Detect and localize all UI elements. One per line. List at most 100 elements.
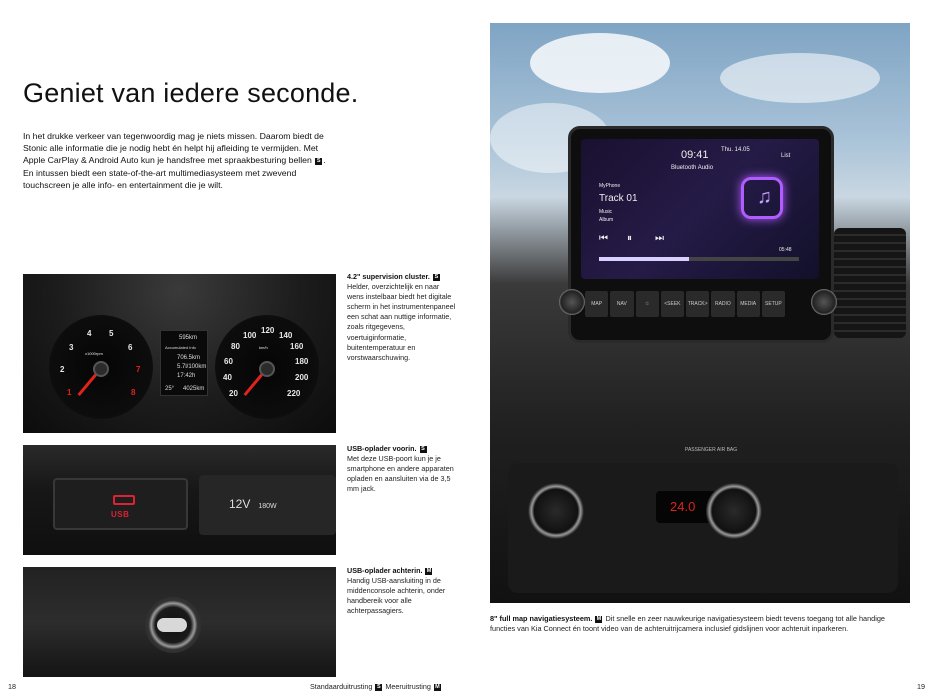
climate-control-panel: 24.0: [508, 463, 898, 593]
caption-title: 4.2" supervision cluster.: [347, 272, 430, 281]
standard-badge: S: [432, 274, 440, 281]
speed-tick: 200: [295, 373, 309, 382]
gauge-hub: [259, 361, 275, 377]
cloud: [720, 53, 880, 103]
device-name: MyPhone: [599, 183, 621, 189]
media-button: MEDIA: [736, 291, 760, 317]
passenger-airbag-label: PASSENGER AIR BAG: [685, 447, 738, 453]
equipment-legend: Standaarduitrusting S Meeruitrusting M: [310, 682, 442, 691]
caption-body: Helder, overzichtelijk en naar wens inst…: [347, 282, 456, 362]
track-progress-fill: [599, 257, 689, 261]
lcd-range: 595km: [179, 335, 198, 341]
speed-tick: 160: [290, 342, 304, 351]
rpm-tick: 1: [67, 388, 72, 397]
next-icon: ⏭: [655, 233, 664, 244]
page-number-right: 19: [917, 682, 925, 691]
rear-usb-port: [145, 597, 201, 653]
intro-paragraph: In het drukke verkeer van tegenwoordig m…: [23, 130, 338, 191]
rpm-tick: 8: [131, 388, 136, 397]
lcd-temperature: 25°: [165, 386, 175, 392]
optional-badge: M: [595, 616, 603, 623]
caption-title: USB-oplader voorin.: [347, 444, 417, 453]
track-title: Track 01: [599, 193, 638, 204]
speed-tick: 100: [243, 331, 257, 340]
speedometer-gauge: 20 40 60 80 100 120 140 160 180 200 220 …: [215, 315, 319, 419]
power-wattage: 180W: [258, 503, 277, 510]
page-number-left: 18: [8, 682, 16, 691]
optional-badge: M: [425, 568, 433, 575]
intro-text-1: In het drukke verkeer van tegenwoordig m…: [23, 131, 324, 166]
climate-temperature: 24.0: [670, 499, 696, 514]
lcd-distance: 706.5km: [177, 355, 201, 361]
setup-button: SETUP: [761, 291, 785, 317]
previous-icon: ⏮: [599, 233, 608, 244]
rpm-tick: 6: [128, 343, 133, 352]
legend-standard-label: Standaarduitrusting: [310, 682, 373, 691]
favorite-button: ☆: [635, 291, 659, 317]
caption-cluster: 4.2" supervision cluster. S Helder, over…: [347, 272, 457, 363]
date: Thu. 14.05: [721, 147, 750, 153]
speed-tick: 120: [261, 326, 275, 335]
track-progress-bar: [599, 257, 799, 261]
gauge-hub: [93, 361, 109, 377]
radio-button: RADIO: [711, 291, 735, 317]
audio-source: Bluetooth Audio: [671, 165, 714, 171]
usb-front-photo: USB 12V 180W: [23, 445, 336, 555]
usb-port-label: USB: [111, 510, 130, 519]
dashboard-photo: 09:41 Thu. 14.05 List Bluetooth Audio My…: [490, 23, 910, 603]
seek-button: <SEEK: [660, 291, 684, 317]
map-button: MAP: [585, 291, 609, 317]
standard-badge: S: [375, 684, 383, 691]
hardware-button-row: MAP NAV ☆ <SEEK TRACK> RADIO MEDIA SETUP: [585, 291, 785, 317]
rpm-tick: 3: [69, 343, 74, 352]
lcd-odometer: 4025km: [183, 386, 205, 392]
screen-display: 09:41 Thu. 14.05 List Bluetooth Audio My…: [581, 139, 819, 279]
legend-optional-label: Meeruitrusting: [385, 682, 431, 691]
cloud: [530, 33, 670, 93]
air-vent: [834, 228, 906, 338]
album-label: Album: [599, 217, 614, 223]
infotainment-screen: 09:41 Thu. 14.05 List Bluetooth Audio My…: [559, 126, 837, 343]
fan-knob: [706, 483, 762, 539]
nav-button: NAV: [610, 291, 634, 317]
rpm-tick: 5: [109, 329, 114, 338]
usb-rear-photo: [23, 567, 336, 677]
speed-tick: 40: [223, 373, 232, 382]
volume-knob: [559, 289, 585, 315]
track-button: TRACK>: [686, 291, 710, 317]
power-voltage: 12V: [229, 497, 251, 511]
instrument-cluster-photo: 1 2 3 4 5 6 7 8 x1000rpm 595km Accumulat…: [23, 274, 336, 433]
rpm-tick: 7: [136, 365, 141, 374]
speed-tick: 180: [295, 357, 309, 366]
speed-tick: 80: [231, 342, 240, 351]
lcd-time: 17:42h: [177, 373, 196, 379]
speed-tick: 60: [224, 357, 233, 366]
temperature-knob: [528, 483, 584, 539]
page-headline: Geniet van iedere seconde.: [23, 78, 359, 108]
pause-icon: ⏸: [627, 233, 632, 244]
rpm-unit: x1000rpm: [85, 351, 103, 356]
caption-navigation: 8" full map navigatiesysteem. M Dit snel…: [490, 614, 910, 635]
rpm-tick: 2: [60, 365, 65, 374]
trip-info-display: 595km Accumulated Info 706.5km 5.7l/100k…: [160, 330, 208, 396]
caption-body: Met deze USB-poort kun je je smartphone …: [347, 454, 454, 494]
standard-badge: S: [315, 158, 323, 166]
caption-title: 8" full map navigatiesysteem.: [490, 614, 593, 623]
optional-badge: M: [433, 684, 441, 691]
caption-usb-front: USB-oplader voorin. S Met deze USB-poort…: [347, 444, 457, 494]
rpm-tick: 4: [87, 329, 92, 338]
artist-label: Music: [599, 209, 613, 215]
caption-body: Dit snelle en zeer nauwkeurige navigatie…: [490, 614, 885, 634]
list-label: List: [781, 153, 791, 159]
usb-socket: [157, 618, 187, 632]
track-duration: 05:48: [779, 247, 792, 253]
rpm-gauge: 1 2 3 4 5 6 7 8 x1000rpm: [49, 315, 153, 419]
caption-body: Handig USB-aansluiting in de middenconso…: [347, 576, 446, 616]
power-socket-panel: 12V 180W: [199, 475, 336, 535]
caption-usb-rear: USB-oplader achterin. M Handig USB-aansl…: [347, 566, 457, 616]
speed-tick: 220: [287, 389, 301, 398]
intro-text-2: . En intussen biedt een state-of-the-art…: [23, 155, 326, 190]
bluetooth-audio-icon: ♫: [741, 177, 783, 219]
tune-knob: [811, 289, 837, 315]
clock: 09:41: [681, 149, 709, 161]
